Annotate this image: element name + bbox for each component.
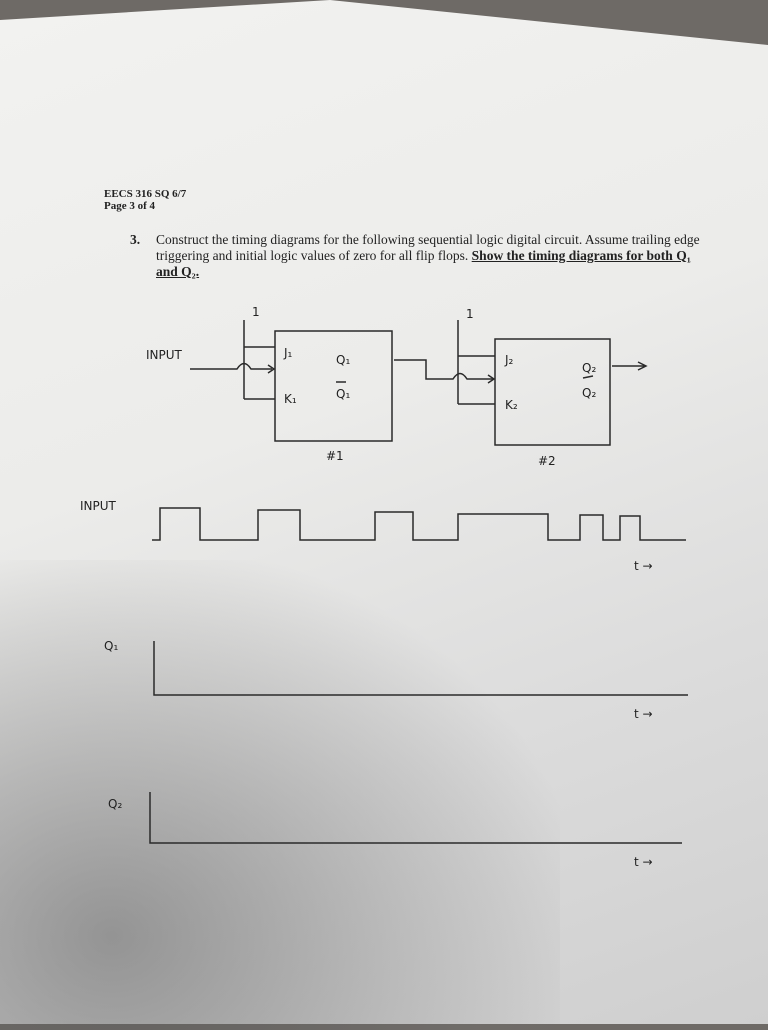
question-3: 3. Construct the timing diagrams for the… [130, 232, 700, 280]
ff2-name: #2 [538, 454, 556, 468]
time-label-3: t → [634, 855, 653, 869]
flip-flop-1-box [274, 330, 393, 442]
q1bar-label: Q₁ [336, 387, 350, 401]
k2-label: K₂ [505, 398, 518, 412]
flip-flop-2-box [494, 338, 611, 446]
j2-label: J₂ [504, 353, 514, 367]
const-one-wire-1 [243, 320, 275, 400]
j1-label: J₁ [283, 346, 293, 360]
ff1-name: #1 [326, 449, 344, 463]
q2-output-arrow [612, 361, 648, 371]
q2bar-label: Q₂ [582, 386, 596, 400]
course-header: EECS 316 SQ 6/7 [104, 188, 187, 200]
question-emphasis: Show the timing diagrams for both Q₁ and… [156, 248, 691, 279]
q2-axis [149, 792, 682, 844]
photo-shadow [0, 560, 560, 1030]
const-one-2: 1 [466, 307, 474, 321]
clock-arrow-2 [487, 374, 496, 384]
timing-q1-label: Q₁ [104, 639, 118, 653]
question-text: Construct the timing diagrams for the fo… [156, 232, 700, 263]
input-clock-wire [190, 362, 272, 370]
q1-to-clock2-wire [394, 359, 493, 380]
input-label: INPUT [146, 348, 183, 362]
time-label-1: t → [634, 559, 653, 573]
k1-label: K₁ [284, 392, 297, 406]
q1-label: Q₁ [336, 353, 350, 367]
question-number: 3. [130, 232, 141, 247]
time-label-2: t → [634, 707, 653, 721]
clock-arrow-1 [267, 364, 276, 374]
input-waveform [152, 507, 686, 541]
qbar-overlines [336, 375, 594, 383]
page-number: Page 3 of 4 [104, 200, 156, 212]
q2-label: Q₂ [582, 361, 596, 375]
const-one-wire-2 [457, 320, 495, 405]
timing-q2-label: Q₂ [108, 797, 122, 811]
q1-axis [153, 641, 688, 696]
const-one-1: 1 [252, 305, 260, 319]
timing-input-label: INPUT [80, 499, 117, 513]
